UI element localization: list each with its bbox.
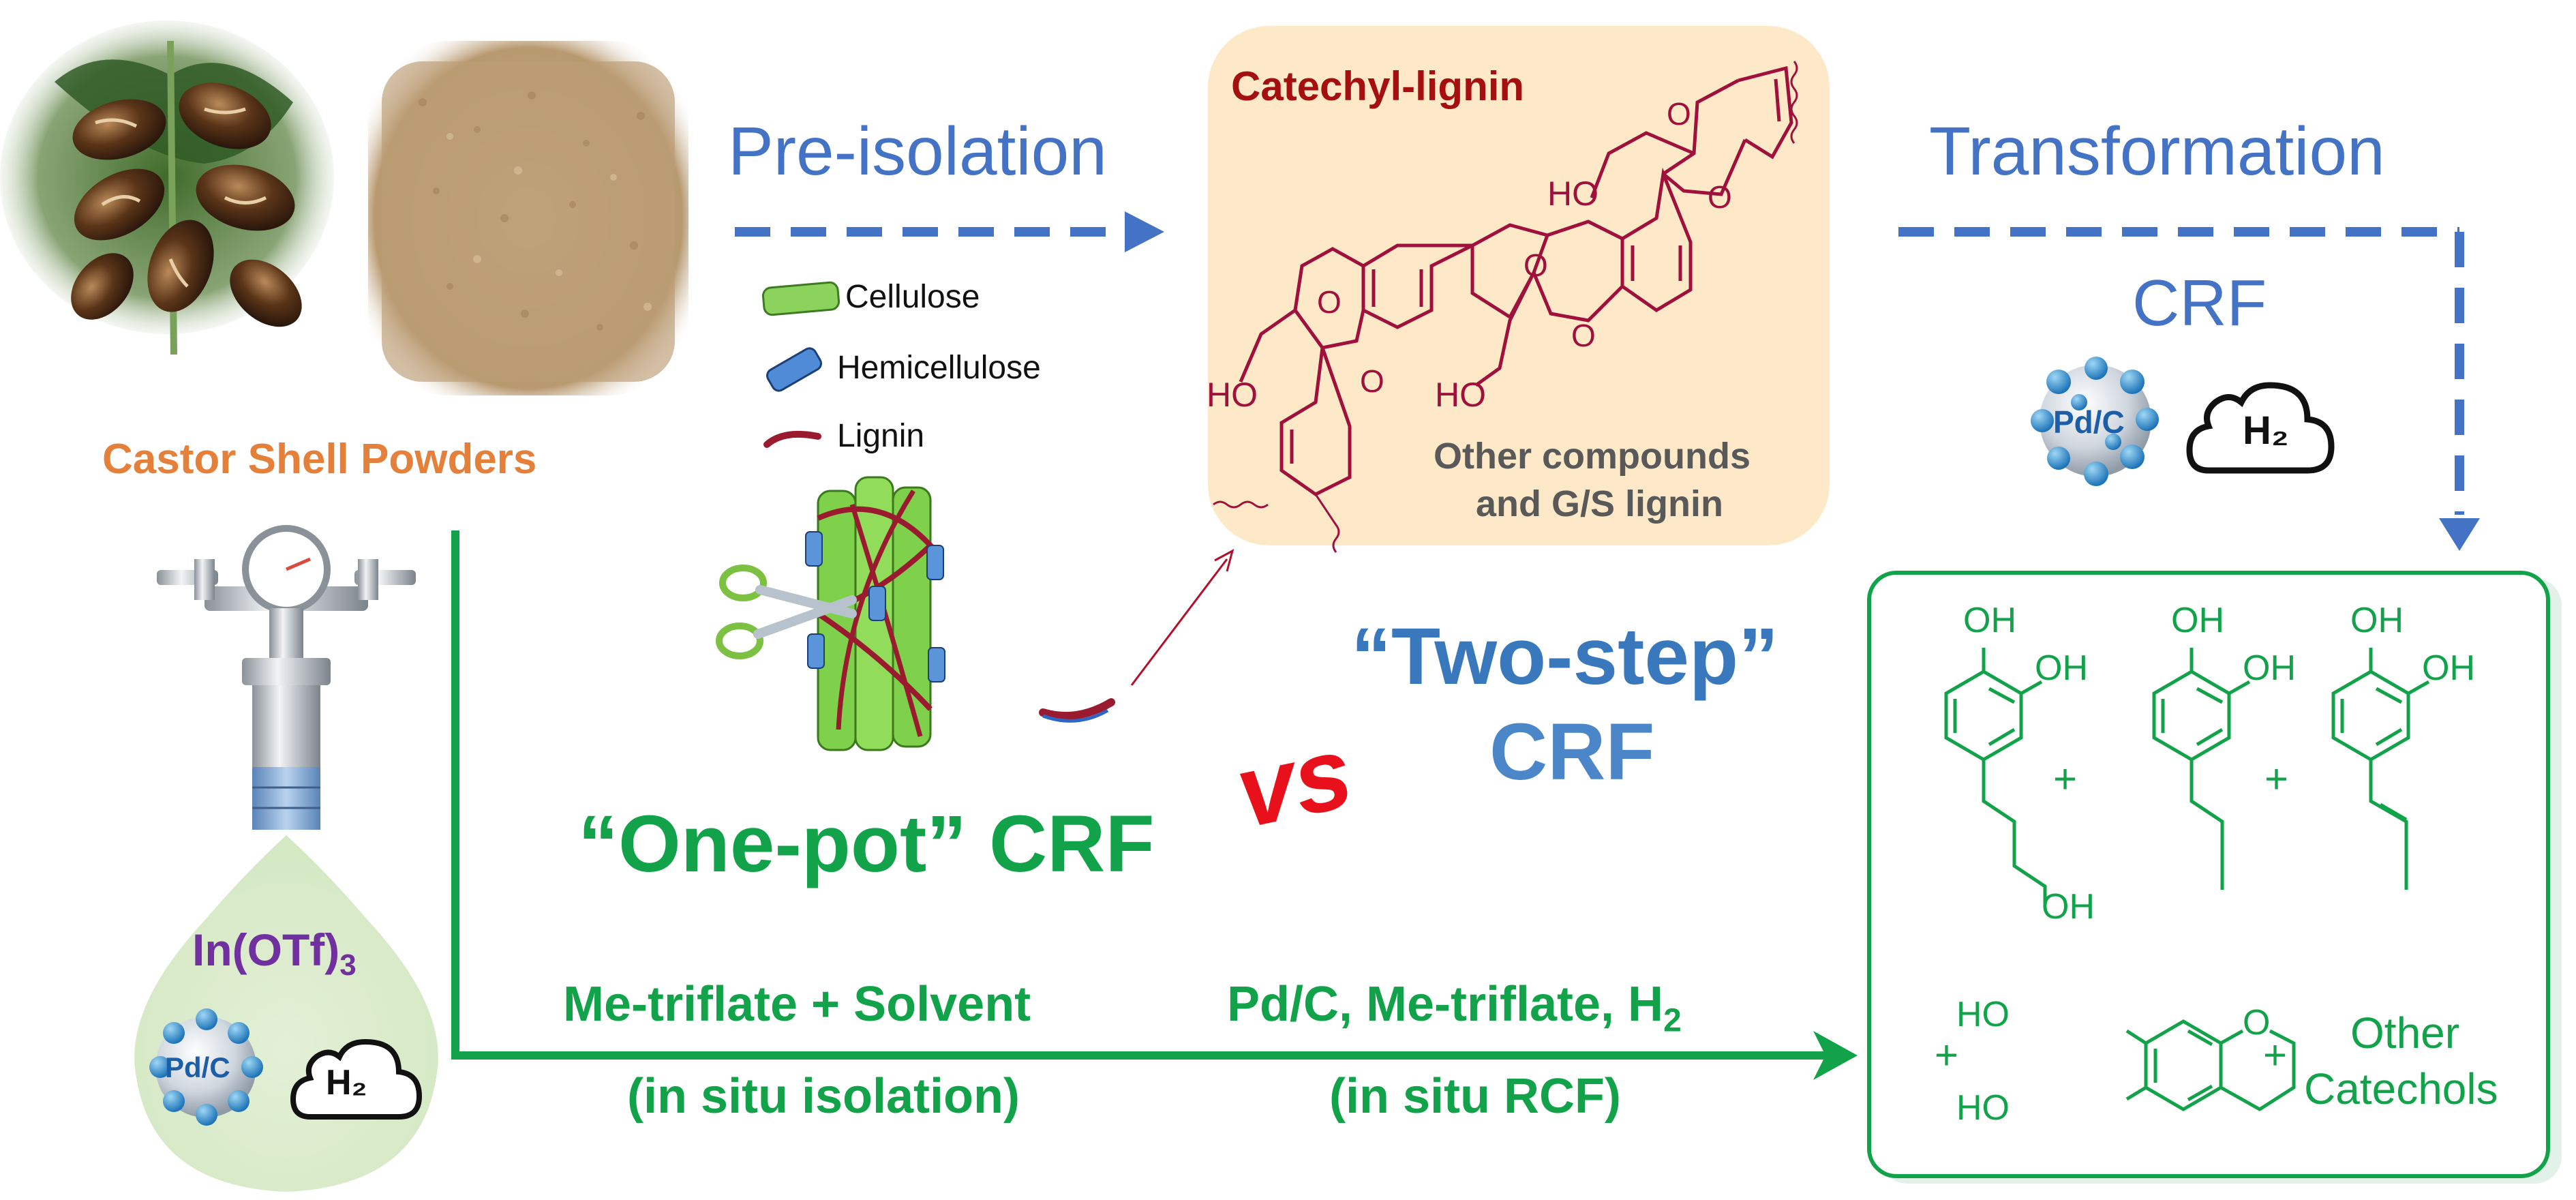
other-catechols-line1: Other	[2350, 1008, 2460, 1058]
lignin-release-arrow	[1130, 549, 1234, 686]
p3-oh-side: OH	[2422, 648, 2475, 688]
castor-seeds-image	[0, 20, 334, 355]
catechyl-ho-mid: HO	[1435, 376, 1486, 414]
catechyl-ho-top: HO	[1547, 175, 1598, 213]
catechyl-o-2: O	[1708, 179, 1732, 215]
p4-ring-oxygen: O	[2243, 1003, 2271, 1042]
legend-hemicellulose-label: Hemicellulose	[837, 350, 1041, 386]
p4-ho-bottom: HO	[1956, 1088, 2010, 1128]
transformation-crf-label: CRF	[2132, 267, 2267, 340]
p1-oh-chain: OH	[2042, 887, 2095, 927]
pre-isolation-arrow	[735, 211, 1164, 252]
catechyl-note-line2: and G/S lignin	[1476, 483, 1723, 524]
cellulose-icon	[761, 281, 840, 316]
other-catechols-line2: Catechols	[2304, 1064, 2498, 1113]
p1-oh-side: OH	[2035, 648, 2088, 688]
catechyl-o-3: O	[1524, 247, 1548, 283]
catechyl-o-6: O	[1360, 363, 1384, 399]
catechyl-note-line1: Other compounds	[1434, 436, 1751, 477]
one-pot-label: “One-pot” CRF	[578, 799, 1155, 889]
pre-isolation-label: Pre-isolation	[728, 113, 1107, 190]
catechyl-lignin-title: Catechyl-lignin	[1231, 63, 1525, 109]
castor-powder-image	[368, 41, 688, 395]
scissors-icon	[716, 565, 857, 659]
condition-1-line1: Me-triflate + Solvent	[563, 977, 1031, 1032]
lignocellulose-bundle-icon	[805, 476, 945, 751]
reactor-icon	[157, 525, 416, 830]
vs-label: vs	[1226, 713, 1362, 850]
in-otf3-label: In(OTf)3	[192, 924, 357, 982]
castor-shell-label: Castor Shell Powders	[102, 436, 537, 483]
condition-1-line2: (in situ isolation)	[627, 1069, 1020, 1124]
lignin-icon	[763, 430, 821, 448]
transformation-arrow	[1898, 227, 2480, 551]
one-pot-arrow	[451, 530, 1858, 1080]
hemicellulose-icon	[766, 347, 822, 392]
p2-oh-side: OH	[2243, 648, 2296, 688]
catechyl-o-5: O	[1317, 284, 1342, 320]
legend-lignin-label: Lignin	[837, 418, 925, 454]
plus-1: +	[2053, 756, 2078, 802]
condition-2-line1: Pd/C, Me-triflate, H2	[1227, 976, 1682, 1039]
p4-ho-top: HO	[1956, 995, 2010, 1034]
in-otf-text: In(OTf)	[192, 925, 340, 975]
pd-c-catalyst-icon-drop	[149, 1008, 263, 1126]
catechyl-ho-left: HO	[1207, 376, 1258, 414]
h2-label-drop: H₂	[326, 1063, 367, 1102]
released-lignin-fragment-icon	[1039, 698, 1115, 723]
plus-3: +	[1935, 1032, 1959, 1078]
two-step-label-line1: “Two-step”	[1351, 612, 1779, 702]
pd-c-label-drop: Pd/C	[165, 1051, 230, 1083]
catalyst-drop-shape	[134, 835, 438, 1192]
p3-oh-top: OH	[2350, 601, 2404, 640]
catechyl-lignin-box	[1208, 26, 1830, 545]
h2-label-top: H₂	[2243, 408, 2289, 453]
p1-oh-top: OH	[1963, 601, 2016, 640]
pd-c-catalyst-icon	[2031, 357, 2159, 486]
in-otf-subscript: 3	[339, 948, 357, 982]
catechyl-o-4: O	[1571, 318, 1596, 353]
plus-4: +	[2263, 1032, 2288, 1078]
catechyl-o-1: O	[1667, 96, 1691, 132]
two-step-label-line2: CRF	[1489, 707, 1655, 797]
h2-cloud-icon-drop	[290, 1038, 423, 1120]
condition-2-text: Pd/C, Me-triflate, H	[1227, 977, 1664, 1032]
legend-cellulose-label: Cellulose	[845, 279, 980, 315]
product-structures	[1944, 648, 2430, 1111]
catechyl-lignin-structure	[1213, 61, 1798, 553]
pd-c-label-top: Pd/C	[2053, 404, 2125, 440]
condition-2-subscript: 2	[1663, 1002, 1682, 1039]
p2-oh-top: OH	[2171, 601, 2224, 640]
condition-2-line2: (in situ RCF)	[1329, 1069, 1621, 1124]
h2-cloud-icon	[2186, 382, 2335, 474]
transformation-label: Transformation	[1929, 113, 2385, 190]
plus-2: +	[2264, 756, 2289, 802]
